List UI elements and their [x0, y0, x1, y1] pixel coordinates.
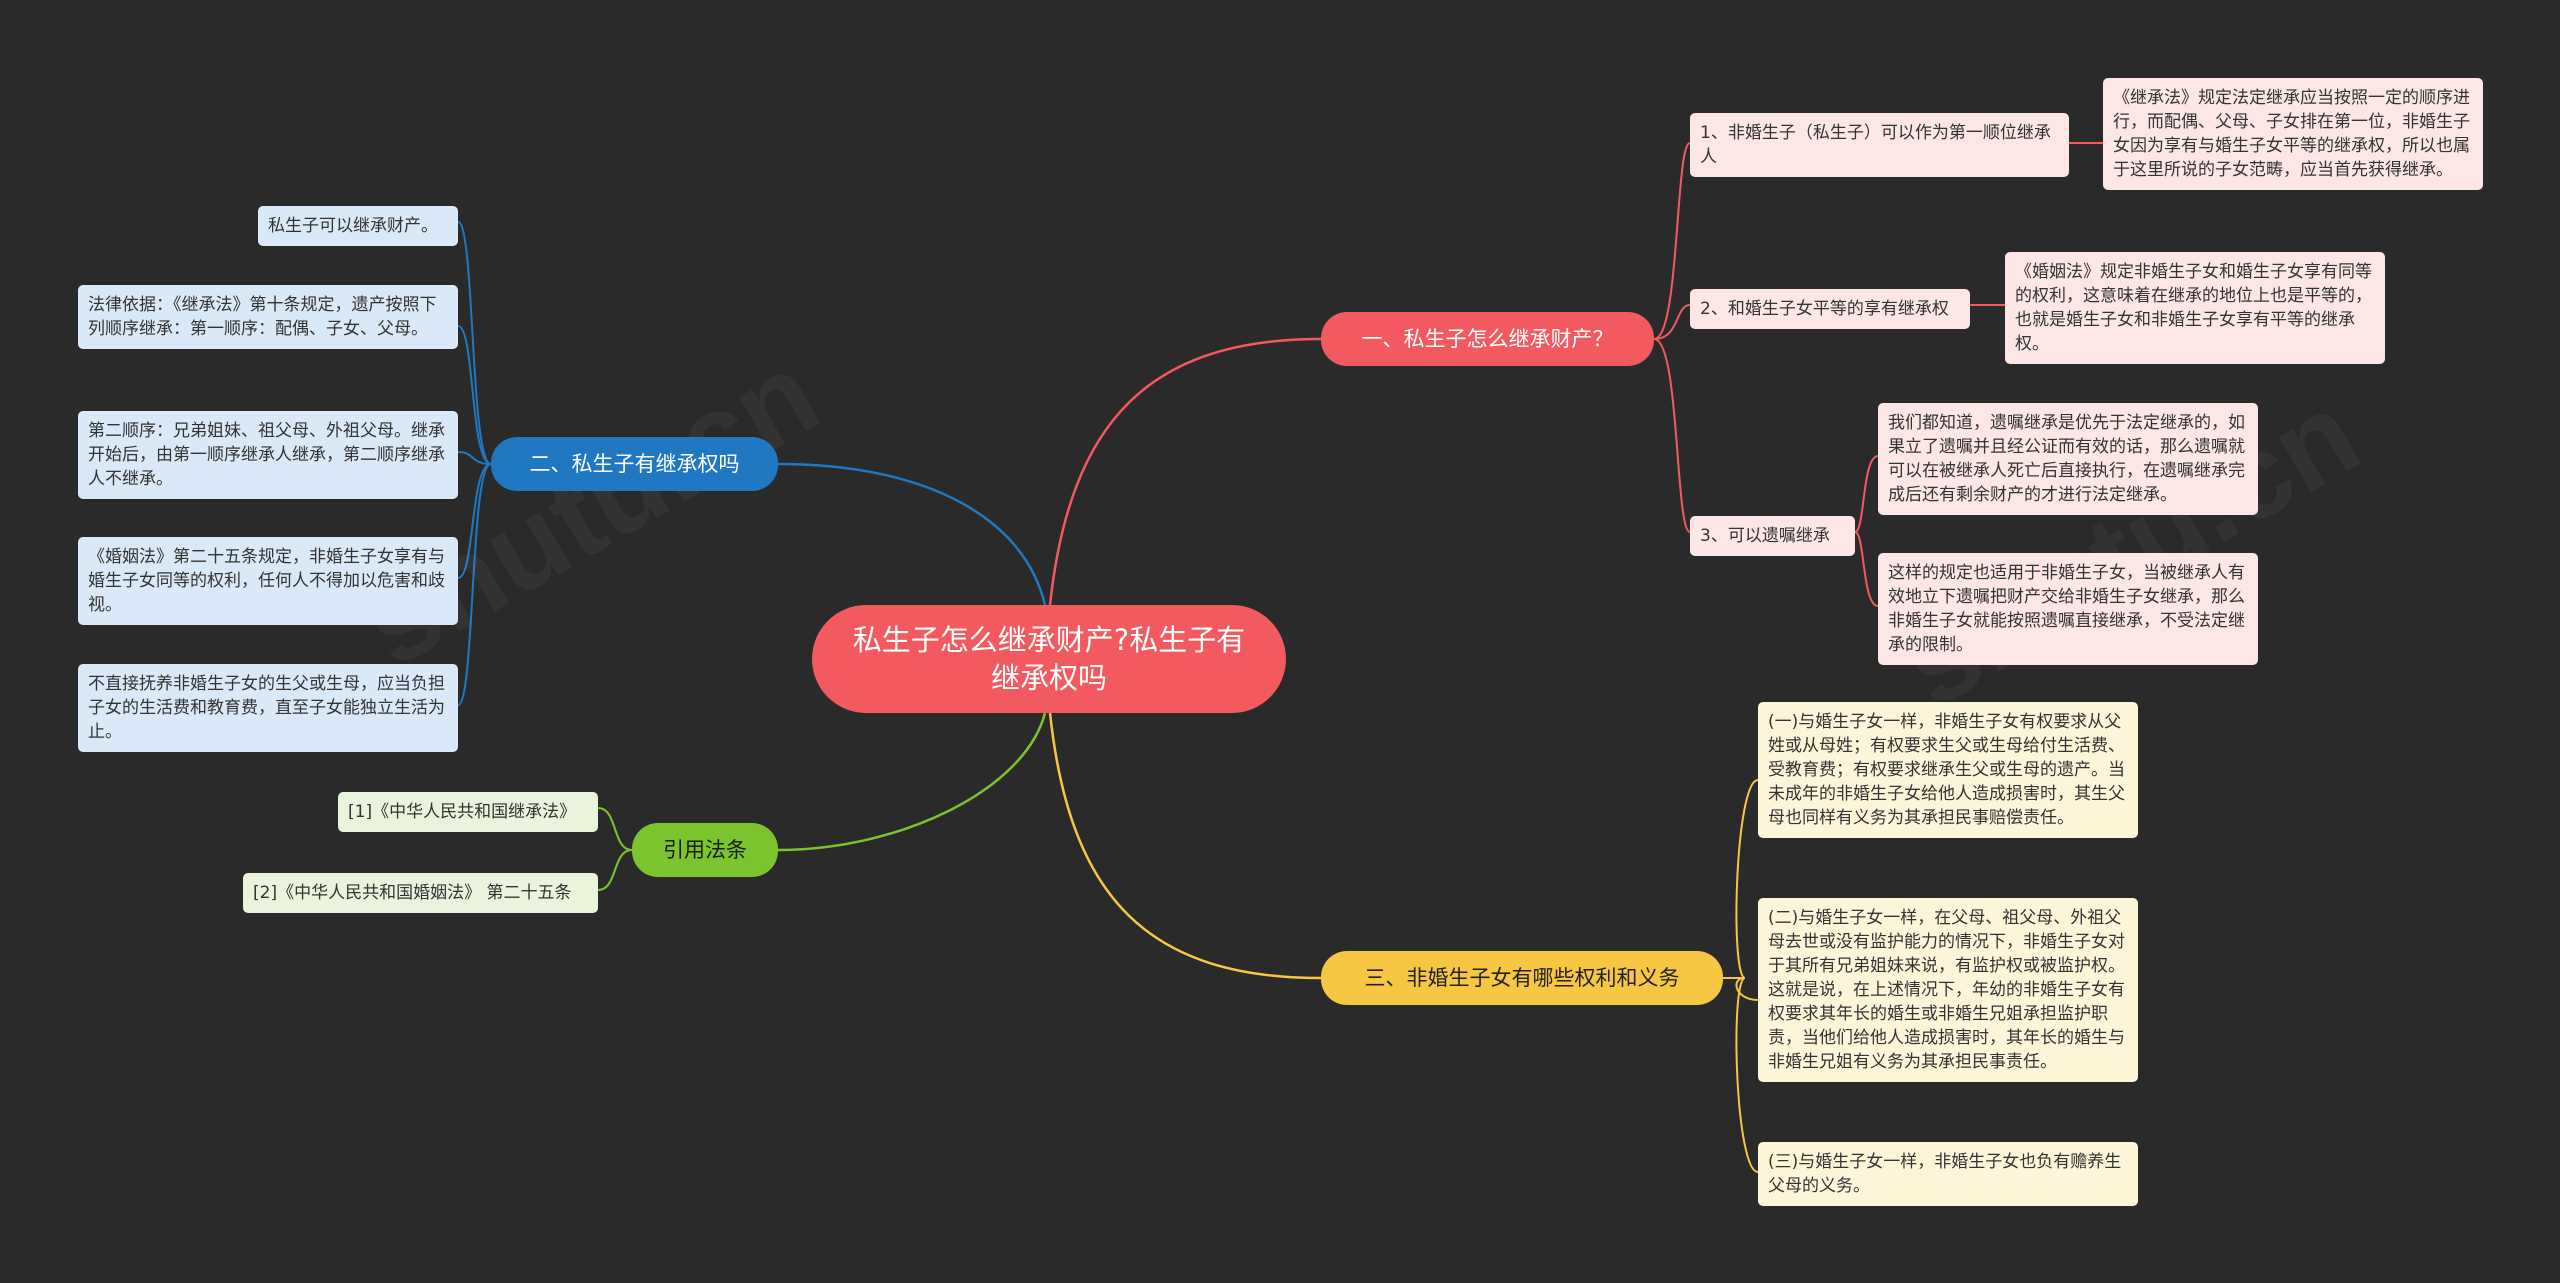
- leaf-will-inheritance[interactable]: 3、可以遗嘱继承: [1690, 516, 1855, 556]
- link-root-branch1: [1048, 337, 1322, 606]
- leaf-equal-rights-detail[interactable]: 《婚姻法》规定非婚生子女和婚生子女享有同等的权利，这意味着在继承的地位上也是平等…: [2005, 252, 2385, 364]
- leaf-legal-basis[interactable]: 法律依据：《继承法》第十条规定，遗产按照下列顺序继承：第一顺序：配偶、子女、父母…: [78, 285, 458, 349]
- leaf-rights-two[interactable]: (二)与婚生子女一样，在父母、祖父母、外祖父母去世或没有监护能力的情况下，非婚生…: [1758, 898, 2138, 1082]
- leaf-support-obligation[interactable]: 不直接抚养非婚生子女的生父或生母，应当负担子女的生活费和教育费，直至子女能独立生…: [78, 664, 458, 752]
- leaf-can-inherit[interactable]: 私生子可以继承财产。: [258, 206, 458, 246]
- leaf-equal-rights[interactable]: 2、和婚生子女平等的享有继承权: [1690, 289, 1970, 329]
- leaf-will-inheritance-detail-1[interactable]: 我们都知道，遗嘱继承是优先于法定继承的，如果立了遗嘱并且经公证而有效的话，那么遗…: [1878, 403, 2258, 515]
- branch-inheritance-how[interactable]: 一、私生子怎么继承财产？: [1321, 312, 1654, 366]
- branch-rights-obligations[interactable]: 三、非婚生子女有哪些权利和义务: [1321, 951, 1723, 1005]
- leaf-citation-inheritance-law[interactable]: [1]《中华人民共和国继承法》: [338, 792, 598, 832]
- leaf-marriage-law-25[interactable]: 《婚姻法》第二十五条规定，非婚生子女享有与婚生子女同等的权利，任何人不得加以危害…: [78, 537, 458, 625]
- leaf-first-order-heir[interactable]: 1、非婚生子（私生子）可以作为第一顺位继承人: [1690, 113, 2069, 177]
- leaf-first-order-heir-detail[interactable]: 《继承法》规定法定继承应当按照一定的顺序进行，而配偶、父母、子女排在第一位，非婚…: [2103, 78, 2483, 190]
- leaf-rights-three[interactable]: (三)与婚生子女一样，非婚生子女也负有赡养生父母的义务。: [1758, 1142, 2138, 1206]
- root-title: 私生子怎么继承财产?私生子有继承权吗: [852, 623, 1246, 695]
- link-root-branch3: [777, 712, 1047, 852]
- branch-right-to-inherit[interactable]: 二、私生子有继承权吗: [491, 437, 778, 491]
- root-topic[interactable]: 私生子怎么继承财产?私生子有继承权吗: [812, 605, 1286, 713]
- leaf-will-inheritance-detail-2[interactable]: 这样的规定也适用于非婚生子女，当被继承人有效地立下遗嘱把财产交给非婚生子女继承，…: [1878, 553, 2258, 665]
- leaf-rights-one[interactable]: (一)与婚生子女一样，非婚生子女有权要求从父姓或从母姓；有权要求生父或生母给付生…: [1758, 702, 2138, 838]
- leaf-citation-marriage-law[interactable]: [2]《中华人民共和国婚姻法》 第二十五条: [243, 873, 598, 913]
- leaf-second-order[interactable]: 第二顺序：兄弟姐妹、祖父母、外祖父母。继承开始后，由第一顺序继承人继承，第二顺序…: [78, 411, 458, 499]
- link-root-branch4: [1048, 712, 1322, 980]
- link-root-branch2: [777, 462, 1047, 606]
- branch-cited-laws[interactable]: 引用法条: [632, 823, 778, 877]
